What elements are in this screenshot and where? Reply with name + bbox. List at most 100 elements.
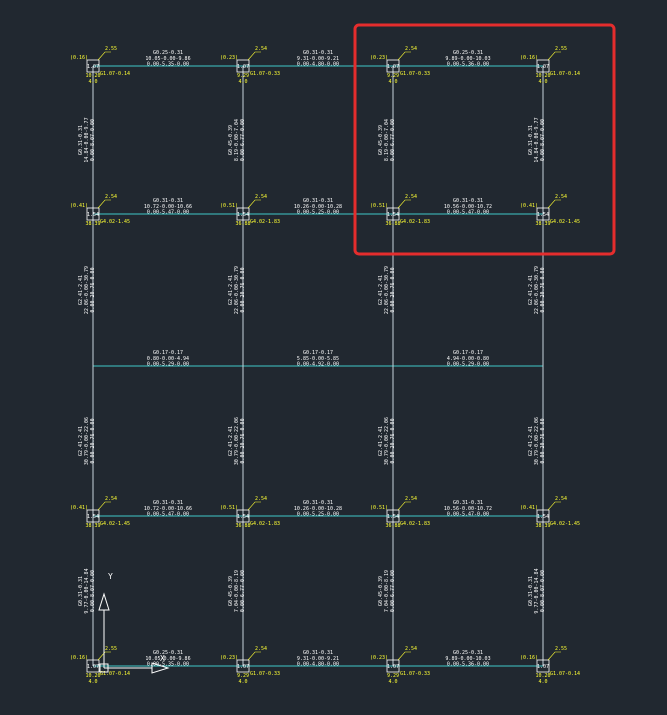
column-code: 1.54 (87, 212, 99, 218)
selection-highlight-box[interactable] (353, 23, 616, 256)
column-code: 1.54 (537, 514, 549, 520)
beam-y-label-3: 0.00-20.76-0.00 (540, 267, 546, 312)
column-box[interactable] (386, 207, 400, 221)
column-bottom-value: 38.39 (535, 221, 550, 227)
column-box[interactable] (536, 59, 550, 73)
column-bottom-value: 9.29 (237, 73, 249, 79)
column-tag: (0.16) (520, 655, 538, 661)
column-side-value: G4.02-1.83 (400, 219, 430, 225)
beam-y-label-3: 0.00-20.76-0.00 (240, 267, 246, 312)
beam-x-label-1: G0.17-0.17 (303, 350, 333, 356)
column-box[interactable] (386, 509, 400, 523)
beam-x-label-3: 0.00-5.47-0.00 (147, 512, 189, 518)
beam-y-label-3: 0.00-8.07-0.00 (540, 119, 546, 161)
beam-x-label-2: 10.72-0.00-10.66 (144, 204, 192, 210)
column-box[interactable] (536, 207, 550, 221)
beam-x-label-1: G0.31-0.31 (453, 500, 483, 506)
beam-x-label-1: G0.31-0.31 (303, 650, 333, 656)
beam-x-label-2: 9.89-0.00-10.03 (445, 56, 490, 62)
beam-x-label-1: G0.25-0.31 (153, 650, 183, 656)
beam-y-label-2: 14.84-0.00-9.77 (534, 117, 540, 162)
ucs-icon: Y X (98, 572, 170, 674)
column-side-value: G1.07-0.14 (100, 71, 130, 77)
column-sub-value: 4.0 (388, 679, 397, 685)
column-box[interactable] (86, 59, 100, 73)
column-top-value: 2.55 (105, 646, 117, 652)
beam-y-label-1: G0.45-0.39 (228, 576, 234, 606)
beam-x-label-2: 10.72-0.00-10.66 (144, 506, 192, 512)
column-bottom-value: 10.20 (535, 73, 550, 79)
beam-x-label-3: 0.00-5.36-0.00 (447, 62, 489, 68)
column-top-value: 2.55 (555, 646, 567, 652)
beam-x-label-3: 0.00-5.47-0.00 (447, 210, 489, 216)
column-bottom-value: 9.29 (387, 673, 399, 679)
column-side-value: G4.02-1.45 (550, 219, 580, 225)
beam-y-label-2: 30.79-0.00-22.06 (234, 417, 240, 465)
column-code: 1.07 (87, 64, 99, 70)
column-sub-value: 4.0 (88, 79, 97, 85)
column-leader-line (247, 651, 261, 661)
beam-y-label-1: G2.41-2.41 (528, 275, 534, 305)
column-box[interactable] (86, 509, 100, 523)
column-side-value: G4.02-1.45 (550, 521, 580, 527)
column-code: 1.07 (237, 64, 249, 70)
column-box[interactable] (536, 509, 550, 523)
beam-x-label-1: G0.31-0.31 (303, 500, 333, 506)
beam-y-label-3: 0.00-6.77-0.00 (240, 570, 246, 612)
ucs-y-label: Y (108, 572, 113, 581)
beam-x-label-2: 5.85-0.00-5.85 (297, 356, 339, 362)
beam-x-label-2: 10.05-0.00-9.86 (145, 56, 190, 62)
column-tag: (0.23) (220, 55, 238, 61)
column-bottom-value: 38.39 (85, 523, 100, 529)
column-box[interactable] (386, 59, 400, 73)
beam-y-label-1: G0.31-0.31 (528, 125, 534, 155)
column-top-value: 2.54 (255, 646, 267, 652)
column-sub-value: 4.0 (238, 79, 247, 85)
column-leader-line (397, 199, 411, 209)
beam-y-label-3: 0.00-6.77-0.00 (240, 119, 246, 161)
column-code: 1.07 (87, 664, 99, 670)
column-tag: (0.51) (370, 203, 388, 209)
column-box[interactable] (236, 659, 250, 673)
beam-x-label-3: 0.00-5.25-0.00 (297, 210, 339, 216)
column-box[interactable] (86, 207, 100, 221)
beam-y-label-2: 7.04-0.00-8.19 (234, 570, 240, 612)
beam-y-label-2: 9.77-0.00-14.84 (84, 568, 90, 613)
column-side-value: G1.07-0.33 (400, 71, 430, 77)
beam-x-label-3: 0.00-5.35-0.00 (147, 662, 189, 668)
column-box[interactable] (236, 207, 250, 221)
column-bottom-value: 38.39 (535, 523, 550, 529)
beams-layer (92, 65, 544, 667)
column-sub-value: 4.0 (538, 679, 547, 685)
column-bottom-value: 36.88 (385, 221, 400, 227)
column-code: 1.54 (237, 212, 249, 218)
beam-x-label-2: 9.31-0.00-9.21 (297, 56, 339, 62)
beam-y-label-1: G2.41-2.41 (528, 426, 534, 456)
column-box[interactable] (386, 659, 400, 673)
column-top-value: 2.55 (105, 46, 117, 52)
beam-y-label-3: 0.00-20.76-0.00 (540, 418, 546, 463)
column-box[interactable] (536, 659, 550, 673)
beam-x-label-3: 0.00-5.25-0.00 (297, 512, 339, 518)
column-box[interactable] (236, 59, 250, 73)
beam-y-label-2: 30.79-0.00-22.06 (534, 417, 540, 465)
column-box[interactable] (236, 509, 250, 523)
column-box[interactable] (86, 659, 100, 673)
